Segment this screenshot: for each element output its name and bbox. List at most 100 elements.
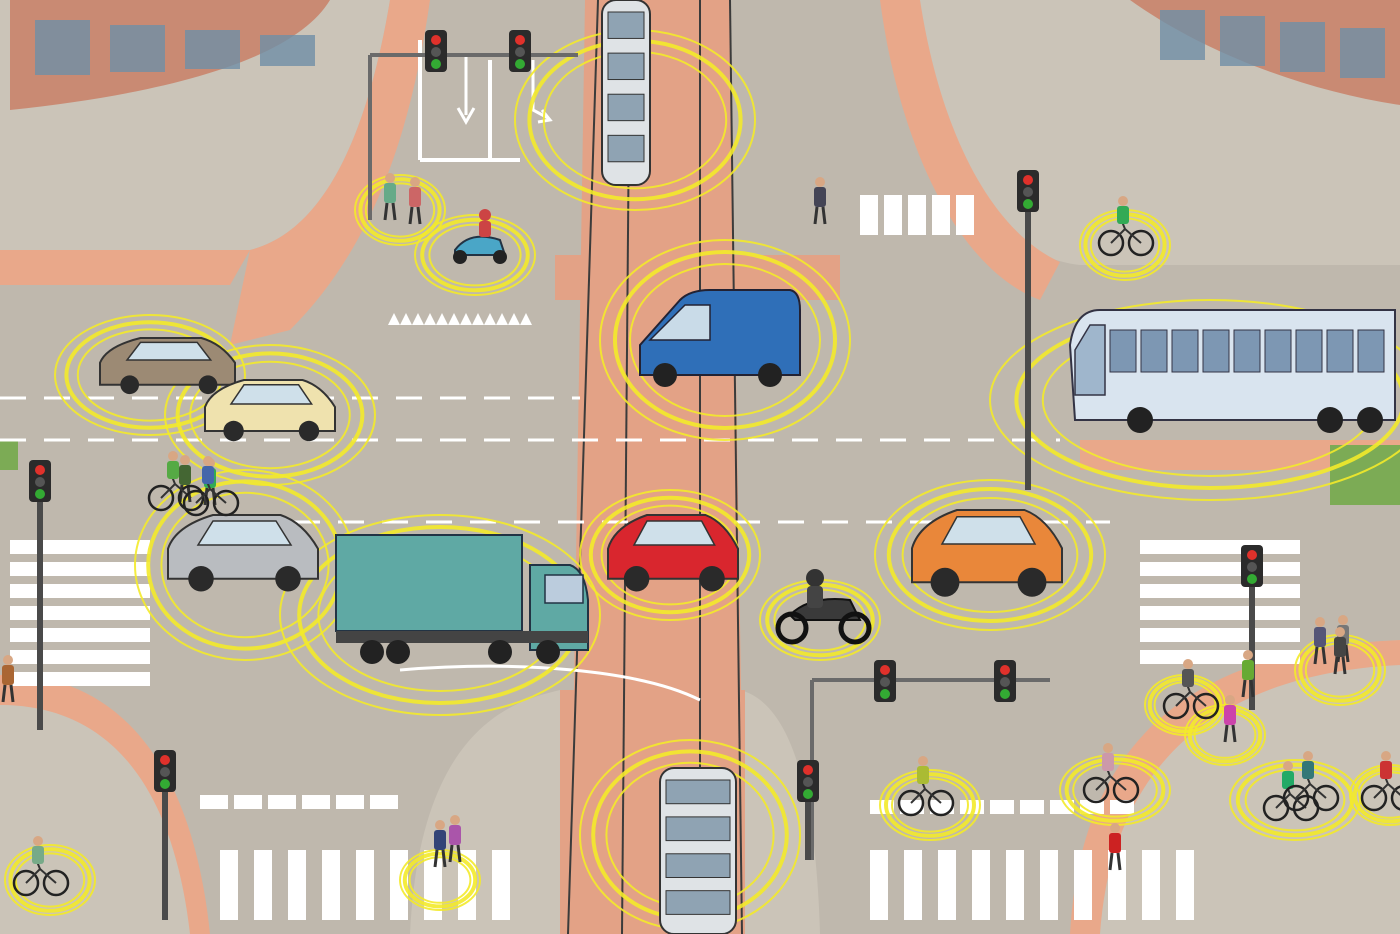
- bike-wheel: [927, 789, 955, 817]
- zebra-stripe: [336, 795, 364, 809]
- tram-window: [607, 52, 645, 81]
- amber-lamp: [803, 777, 813, 787]
- yield-tooth: [436, 313, 448, 325]
- building-window: [1160, 10, 1205, 60]
- tram-track: [567, 0, 599, 934]
- zebra-stripe: [1110, 800, 1134, 814]
- zebra-stripe: [1080, 800, 1104, 814]
- zebra-stripe: [10, 628, 150, 642]
- car-silver: [167, 514, 319, 592]
- torso: [1182, 669, 1194, 687]
- amber-lamp: [515, 47, 525, 57]
- amber-lamp: [35, 477, 45, 487]
- head: [385, 173, 395, 183]
- zebra-stripe: [972, 850, 990, 920]
- torso: [32, 846, 44, 864]
- signal-ring: [886, 487, 1094, 623]
- zebra-stripe: [1040, 850, 1058, 920]
- bus-window: [1326, 329, 1354, 373]
- wheel: [758, 363, 782, 387]
- bus-window: [1140, 329, 1168, 373]
- signal-ring: [579, 489, 761, 621]
- cyclist-4: [897, 756, 955, 817]
- building-window: [35, 20, 90, 75]
- signal-ring: [14, 852, 86, 908]
- wheel: [298, 420, 320, 442]
- zebra-stripe: [10, 650, 150, 664]
- bike-lane-top-left: [230, 0, 430, 345]
- torso: [1102, 753, 1114, 771]
- head: [1338, 615, 1348, 625]
- green-lamp: [880, 689, 890, 699]
- signal-ring-van: [599, 239, 851, 441]
- zebra-stripe: [10, 540, 150, 554]
- zebra-stripe: [870, 850, 888, 920]
- amber-lamp: [1023, 187, 1033, 197]
- signal-ring-cyclist: [879, 769, 981, 841]
- zebra-stripe: [234, 795, 262, 809]
- signal-ring: [4, 844, 96, 916]
- zebra-stripe: [220, 850, 238, 920]
- pedestrian-4: [1, 655, 15, 703]
- signal-ring: [54, 314, 246, 436]
- traffic-light-gantry-b: [994, 660, 1016, 702]
- pedestrian-10: [1241, 650, 1255, 698]
- pedestrian-7: [1313, 617, 1327, 665]
- wheel: [775, 611, 809, 645]
- zebra-stripe: [492, 850, 510, 920]
- pedestrian-9: [1108, 823, 1122, 871]
- car-windows: [940, 516, 1037, 545]
- torso: [1302, 761, 1314, 779]
- wheel: [536, 640, 560, 664]
- red-lamp: [515, 35, 525, 45]
- bike-wheel: [177, 484, 205, 512]
- traffic-light-bottom-center: [797, 760, 819, 860]
- bike-lane-bottom-right: [1070, 640, 1400, 934]
- bike-wheel: [1127, 229, 1155, 257]
- tram-window: [665, 779, 731, 805]
- cyclist-2: [147, 451, 205, 512]
- yield-tooth: [508, 313, 520, 325]
- signal-ring-cyclist: [4, 844, 96, 916]
- pedestrian-3: [813, 177, 827, 225]
- zebra-stripe: [268, 795, 296, 809]
- wheel: [838, 611, 872, 645]
- truck-window: [544, 574, 584, 604]
- amber-lamp: [880, 677, 890, 687]
- bike-lane-top-right: [880, 0, 1060, 300]
- head: [180, 455, 190, 465]
- light-pole: [1249, 585, 1255, 710]
- zebra-stripe: [1140, 562, 1300, 576]
- torso: [814, 187, 826, 207]
- tram-window: [665, 890, 731, 915]
- signal-ring: [901, 497, 1079, 613]
- zebra-stripe: [1006, 850, 1024, 920]
- head: [168, 451, 178, 461]
- bus: [1068, 309, 1396, 433]
- torso: [1224, 705, 1236, 725]
- bike-wheel: [1112, 776, 1140, 804]
- light-pole: [805, 800, 811, 860]
- zebra-stripe: [900, 800, 924, 814]
- zebra-stripe: [932, 195, 950, 235]
- car-windows: [125, 341, 213, 361]
- wheel: [1017, 567, 1047, 597]
- wheel: [488, 640, 512, 664]
- traffic-light-bottom-left: [154, 750, 176, 920]
- torso: [179, 465, 191, 485]
- building-window: [1280, 22, 1325, 72]
- zebra-stripe: [302, 795, 330, 809]
- zebra-stripe: [990, 800, 1014, 814]
- bike-wheel: [1097, 229, 1125, 257]
- vehicles-layer: [99, 0, 1396, 934]
- torso: [1314, 627, 1326, 647]
- lane-arrow: [456, 55, 476, 126]
- signal-ring: [1244, 768, 1346, 832]
- bus-window: [1171, 329, 1199, 373]
- red-lamp: [1023, 175, 1033, 185]
- signal-ring: [1235, 762, 1355, 838]
- zebra-stripe: [956, 195, 974, 235]
- zebra-stripe: [1140, 540, 1300, 554]
- wheel: [386, 640, 410, 664]
